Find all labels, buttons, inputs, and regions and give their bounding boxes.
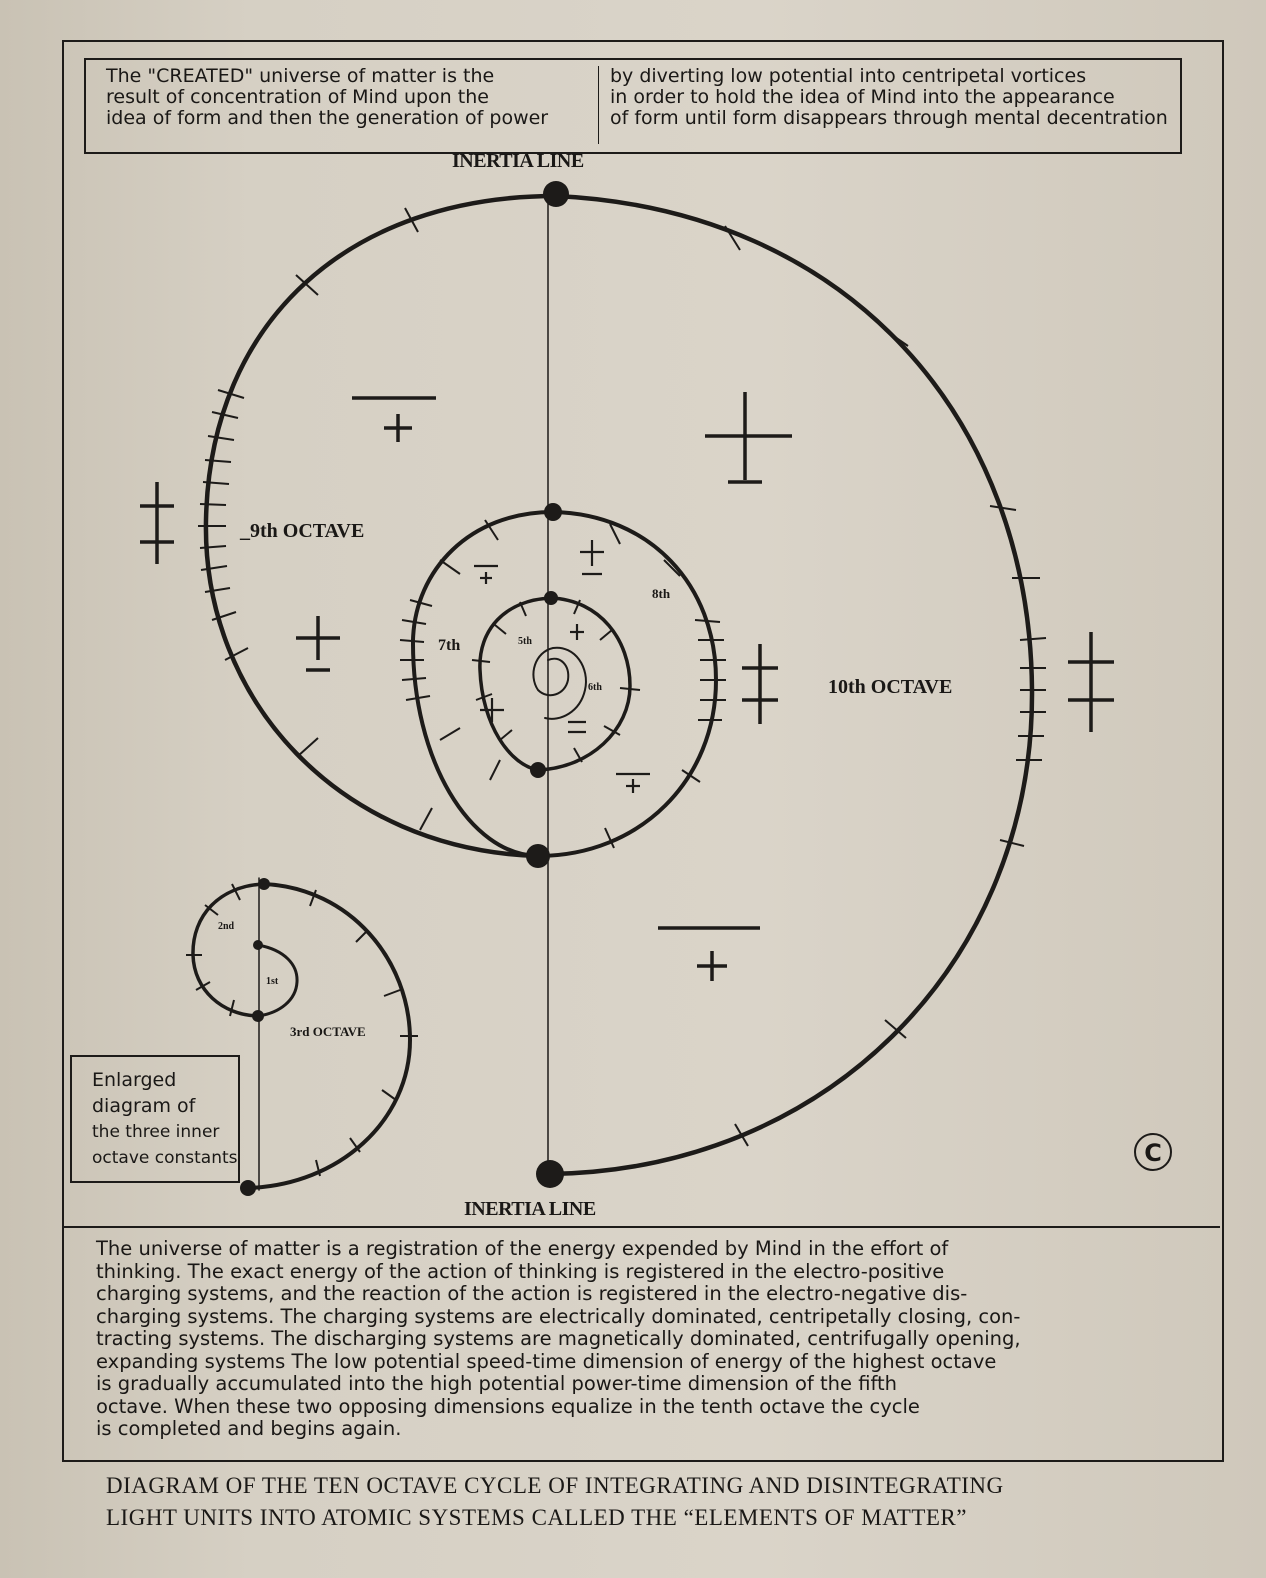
enlarged-note-line: diagram of xyxy=(92,1095,196,1117)
node-dot xyxy=(536,1160,564,1188)
enlarged-diagram-note: Enlarged diagram of the three inner octa… xyxy=(70,1055,240,1183)
octave-10-arc xyxy=(547,193,1035,1177)
octave-8-arc xyxy=(536,510,719,858)
inertia-line-bottom-label: INERTIA LINE xyxy=(464,1198,596,1220)
octave-6-label: 6th xyxy=(588,682,602,693)
octave-5-arc xyxy=(478,596,553,772)
enlarged-note-line: Enlarged xyxy=(92,1069,177,1091)
inertia-line-top-label: INERTIA LINE xyxy=(452,150,584,172)
node-dot xyxy=(253,940,263,950)
top-box-divider xyxy=(598,66,599,144)
node-dot xyxy=(240,1180,256,1196)
node-dot xyxy=(530,762,546,778)
bottom-text-line: The universe of matter is a registration… xyxy=(96,1237,949,1260)
bottom-text-line: thinking. The exact energy of the action… xyxy=(96,1259,945,1283)
bottom-description-box xyxy=(62,1226,1220,1460)
caption-line: LIGHT UNITS INTO ATOMIC SYSTEMS CALLED T… xyxy=(106,1505,967,1530)
polarity-symbols xyxy=(140,392,1114,981)
node-dot xyxy=(544,591,558,605)
top-right-line: of form until form disappears through me… xyxy=(610,107,1168,129)
octave-9-arc xyxy=(203,193,559,859)
caption-line: DIAGRAM OF THE TEN OCTAVE CYCLE OF INTEG… xyxy=(106,1473,1004,1498)
bottom-text-line: charging systems, and the reaction of th… xyxy=(96,1282,968,1305)
figure-caption: DIAGRAM OF THE TEN OCTAVE CYCLE OF INTEG… xyxy=(106,1470,1196,1534)
bottom-description-text: The universe of matter is a registration… xyxy=(96,1237,1196,1441)
octave-1-arc xyxy=(256,943,299,1018)
diagram-frame xyxy=(62,40,1224,1462)
node-dot xyxy=(258,878,270,890)
octave-7-arc xyxy=(410,510,555,858)
top-left-line: idea of form and then the generation of … xyxy=(106,107,549,129)
node-dot xyxy=(526,844,550,868)
top-description-box: The "CREATED" universe of matter is the … xyxy=(84,58,1182,154)
octave-3-arc xyxy=(246,882,413,1190)
copyright-icon: C xyxy=(1134,1133,1172,1171)
top-text-left: The "CREATED" universe of matter is the … xyxy=(106,66,586,129)
node-dot xyxy=(544,503,562,521)
bottom-text-line: is gradually accumulated into the high p… xyxy=(96,1372,898,1395)
bottom-text-line: expanding systems The low potential spee… xyxy=(96,1349,997,1373)
bottom-text-line: is completed and begins again. xyxy=(96,1417,402,1440)
octave-9-label: _9th OCTAVE xyxy=(240,520,365,542)
octave-10-label: 10th OCTAVE xyxy=(828,676,953,698)
node-dot xyxy=(252,1010,264,1022)
top-text-right: by diverting low potential into centripe… xyxy=(610,66,1176,129)
octave-2-arc xyxy=(191,882,266,1018)
top-right-line: by diverting low potential into centripe… xyxy=(610,65,1087,87)
tick-marks xyxy=(186,207,1047,1177)
octave-7-label: 7th xyxy=(438,637,461,654)
octave-5-label: 5th xyxy=(518,636,532,647)
enlarged-note-line: octave constants xyxy=(92,1148,238,1168)
top-right-line: in order to hold the idea of Mind into t… xyxy=(610,86,1115,108)
octave-2-label: 2nd xyxy=(218,921,235,932)
octave-8-label: 8th xyxy=(652,586,671,601)
bottom-text-line: charging systems. The charging systems a… xyxy=(96,1304,1021,1328)
bottom-text-line: tracting systems. The discharging system… xyxy=(96,1327,1021,1350)
octave-1-label: 1st xyxy=(266,976,279,987)
octave-6-arc xyxy=(536,596,632,772)
top-left-line: The "CREATED" universe of matter is the xyxy=(106,65,495,87)
node-dot xyxy=(543,181,569,207)
enlarged-note-line: the three inner xyxy=(92,1122,220,1142)
small-polarity-symbols xyxy=(474,540,650,793)
center-spiral xyxy=(532,646,587,720)
octave-3-label: 3rd OCTAVE xyxy=(290,1024,366,1039)
bottom-text-line: octave. When these two opposing dimensio… xyxy=(96,1394,920,1418)
top-left-line: result of concentration of Mind upon the xyxy=(106,86,489,108)
